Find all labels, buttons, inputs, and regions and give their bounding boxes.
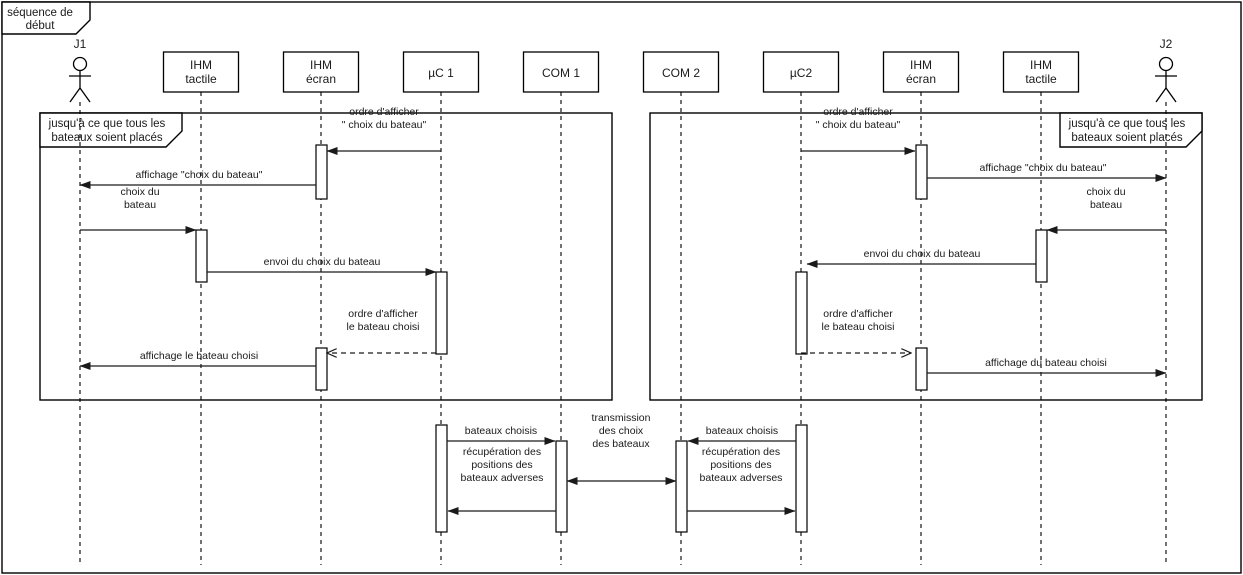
messages-layer: ordre d'afficher" choix du bateau" affich… [79,106,1167,515]
activation-act-ihm_e1-b [315,347,328,391]
message-label-m6: affichage le bateau choisi [140,350,258,362]
actor-leg-right-j2 [1165,87,1177,103]
message-label-m7: ordre d'afficher" choix du bateau" [816,106,901,131]
message-label-m8: affichage "choix du bateau" [980,162,1107,174]
lifeline-box-com2[interactable] [642,51,720,93]
message-m12[interactable]: affichage du bateau choisi [927,357,1167,377]
activation-act-ihm_e1-a [315,144,328,200]
activation-act-ihm_e2-a [915,144,928,200]
actor-head-j2 [1158,56,1174,72]
lifeline-box-ihm_e2[interactable] [882,51,960,93]
activation-act-com2-b [675,440,688,533]
activation-act-uc2-a [795,271,808,355]
activation-act-com1-b [555,440,568,533]
message-label-m1: ordre d'afficher" choix du bateau" [342,106,427,131]
lifeline-box-uc1[interactable] [402,51,480,93]
activation-act-uc1-b [435,424,448,533]
message-m2[interactable]: affichage "choix du bateau" [79,169,316,189]
actor-leg-left-j1 [69,87,81,103]
lifeline-label-uc1: µC 1 [428,66,454,80]
activation-act-uc1-a [435,271,448,355]
lifeline-box-ihm_e1[interactable] [282,51,360,93]
fragment-loop-right [649,112,1203,401]
activation-act-ihm_t2-a [1035,229,1048,283]
message-m6[interactable]: affichage le bateau choisi [79,350,316,370]
lifeline-box-ihm_t2[interactable] [1002,51,1080,93]
actor-leg-left-j2 [1155,87,1167,103]
message-label-m4: envoi du choix du bateau [264,256,381,268]
activations-layer [195,144,1048,533]
message-m7[interactable]: ordre d'afficher" choix du bateau" [801,106,916,155]
lifeline-label-j1: J1 [74,37,87,51]
lifeline-j2[interactable]: J2 [1155,37,1177,565]
message-label-m12: affichage du bateau choisi [985,357,1107,369]
actor-leg-right-j1 [79,87,91,103]
activation-act-ihm_e2-b [915,347,928,391]
message-m13[interactable]: bateaux choisis [447,425,556,445]
lifeline-box-ihm_t1[interactable] [162,51,240,93]
message-label-m2: affichage "choix du bateau" [136,169,263,181]
actor-head-j1 [72,56,88,72]
message-m15[interactable]: bateaux choisis [687,425,796,445]
activation-act-ihm_t1-a [195,229,208,283]
activation-act-uc2-b [795,424,808,533]
message-m4[interactable]: envoi du choix du bateau [207,256,437,276]
lifeline-label-com1: COM 1 [542,66,580,80]
message-m10[interactable]: envoi du choix du bateau [806,248,1036,268]
lifeline-label-com2: COM 2 [662,66,700,80]
message-m1[interactable]: ordre d'afficher" choix du bateau" [326,106,441,155]
message-label-m15: bateaux choisis [706,425,778,437]
diagram-title-tab [1,1,91,35]
message-label-m10: envoi du choix du bateau [864,248,981,260]
fragment-label-tab-loop-left [39,112,183,148]
fragment-loop-left [39,112,613,401]
lifeline-j1[interactable]: J1 [69,37,91,565]
lifeline-label-uc2: µC2 [790,66,813,80]
message-label-m13: bateaux choisis [465,425,537,437]
message-m8[interactable]: affichage "choix du bateau" [927,162,1167,182]
lifeline-label-j2: J2 [1160,37,1173,51]
lifeline-com2[interactable]: COM 2 [642,51,720,565]
